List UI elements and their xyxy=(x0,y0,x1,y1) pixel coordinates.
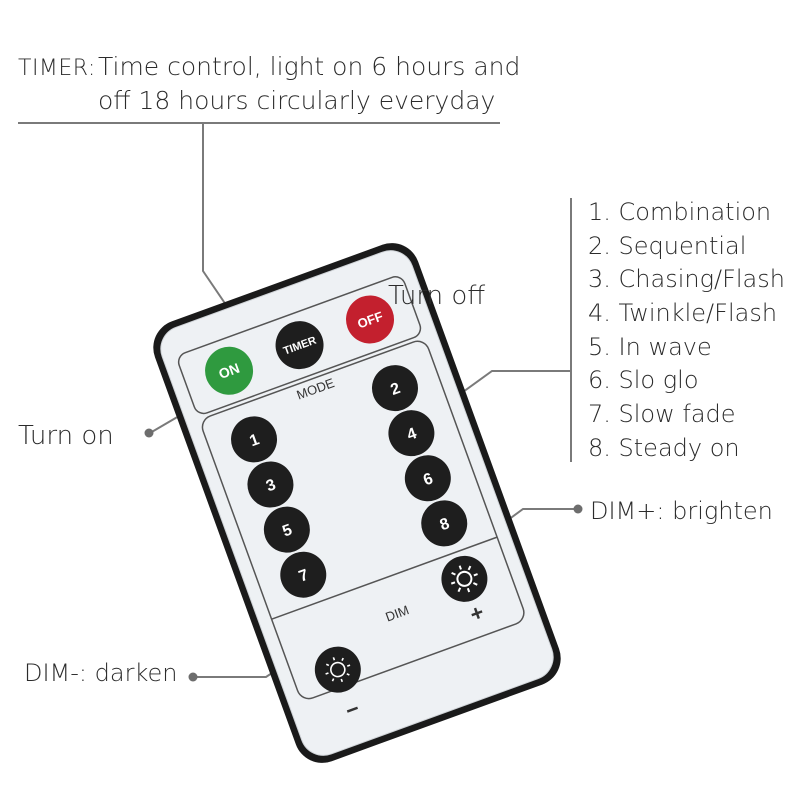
turn-on-label: Turn on xyxy=(18,421,114,451)
mode-item: 7. Slow fade xyxy=(588,400,736,429)
key-2[interactable]: 2 xyxy=(366,359,425,418)
keypad-frame xyxy=(201,340,525,700)
dim-plus-dot xyxy=(573,504,583,514)
on-button[interactable]: ON xyxy=(198,340,260,402)
dim-plus-label: DIM+: brighten xyxy=(590,497,773,525)
key-3[interactable]: 3 xyxy=(241,455,300,514)
remote-control: ON TIMER OFF MODE 1 2 3 4 5 xyxy=(153,243,561,763)
key-1[interactable]: 1 xyxy=(225,410,284,469)
off-button[interactable]: OFF xyxy=(339,289,401,351)
mode-item: 3. Chasing/Flash xyxy=(588,265,785,294)
mode-list: 1. Combination 2. Sequential 3. Chasing/… xyxy=(588,196,785,466)
key-5[interactable]: 5 xyxy=(257,500,316,559)
sun-bright-icon xyxy=(450,565,478,593)
timer-description-line2: off 18 hours circularly everyday xyxy=(98,86,496,115)
key-7[interactable]: 7 xyxy=(274,545,333,604)
remote-face xyxy=(160,250,554,756)
key-8[interactable]: 8 xyxy=(415,494,474,553)
mode-item: 6. Slo glo xyxy=(588,366,699,395)
dim-divider xyxy=(271,536,498,620)
dim-minus-dot xyxy=(188,672,198,682)
mode-item: 8. Steady on xyxy=(588,433,740,462)
on-label: ON xyxy=(216,360,241,382)
key-4[interactable]: 4 xyxy=(382,404,441,463)
turn-on-dot xyxy=(144,428,154,438)
timer-button[interactable]: TIMER xyxy=(269,314,331,376)
turn-off-label: Turn off xyxy=(388,281,486,311)
timer-tag: TIMER: xyxy=(18,56,96,81)
timer-description-line1: Time control, light on 6 hours and xyxy=(98,52,521,81)
dim-plus-button[interactable] xyxy=(435,549,494,608)
leader-lines xyxy=(18,122,577,678)
power-group-frame xyxy=(177,276,422,415)
sun-dim-icon xyxy=(325,657,351,683)
dim-minus-button[interactable] xyxy=(308,640,367,699)
mode-item: 2. Sequential xyxy=(588,231,747,260)
mode-item: 5. In wave xyxy=(588,332,712,361)
dim-minus-label: DIM-: darken xyxy=(24,659,178,687)
mode-item: 4. Twinkle/Flash xyxy=(588,299,778,328)
key-6[interactable]: 6 xyxy=(398,449,457,508)
mode-item: 1. Combination xyxy=(588,198,772,226)
